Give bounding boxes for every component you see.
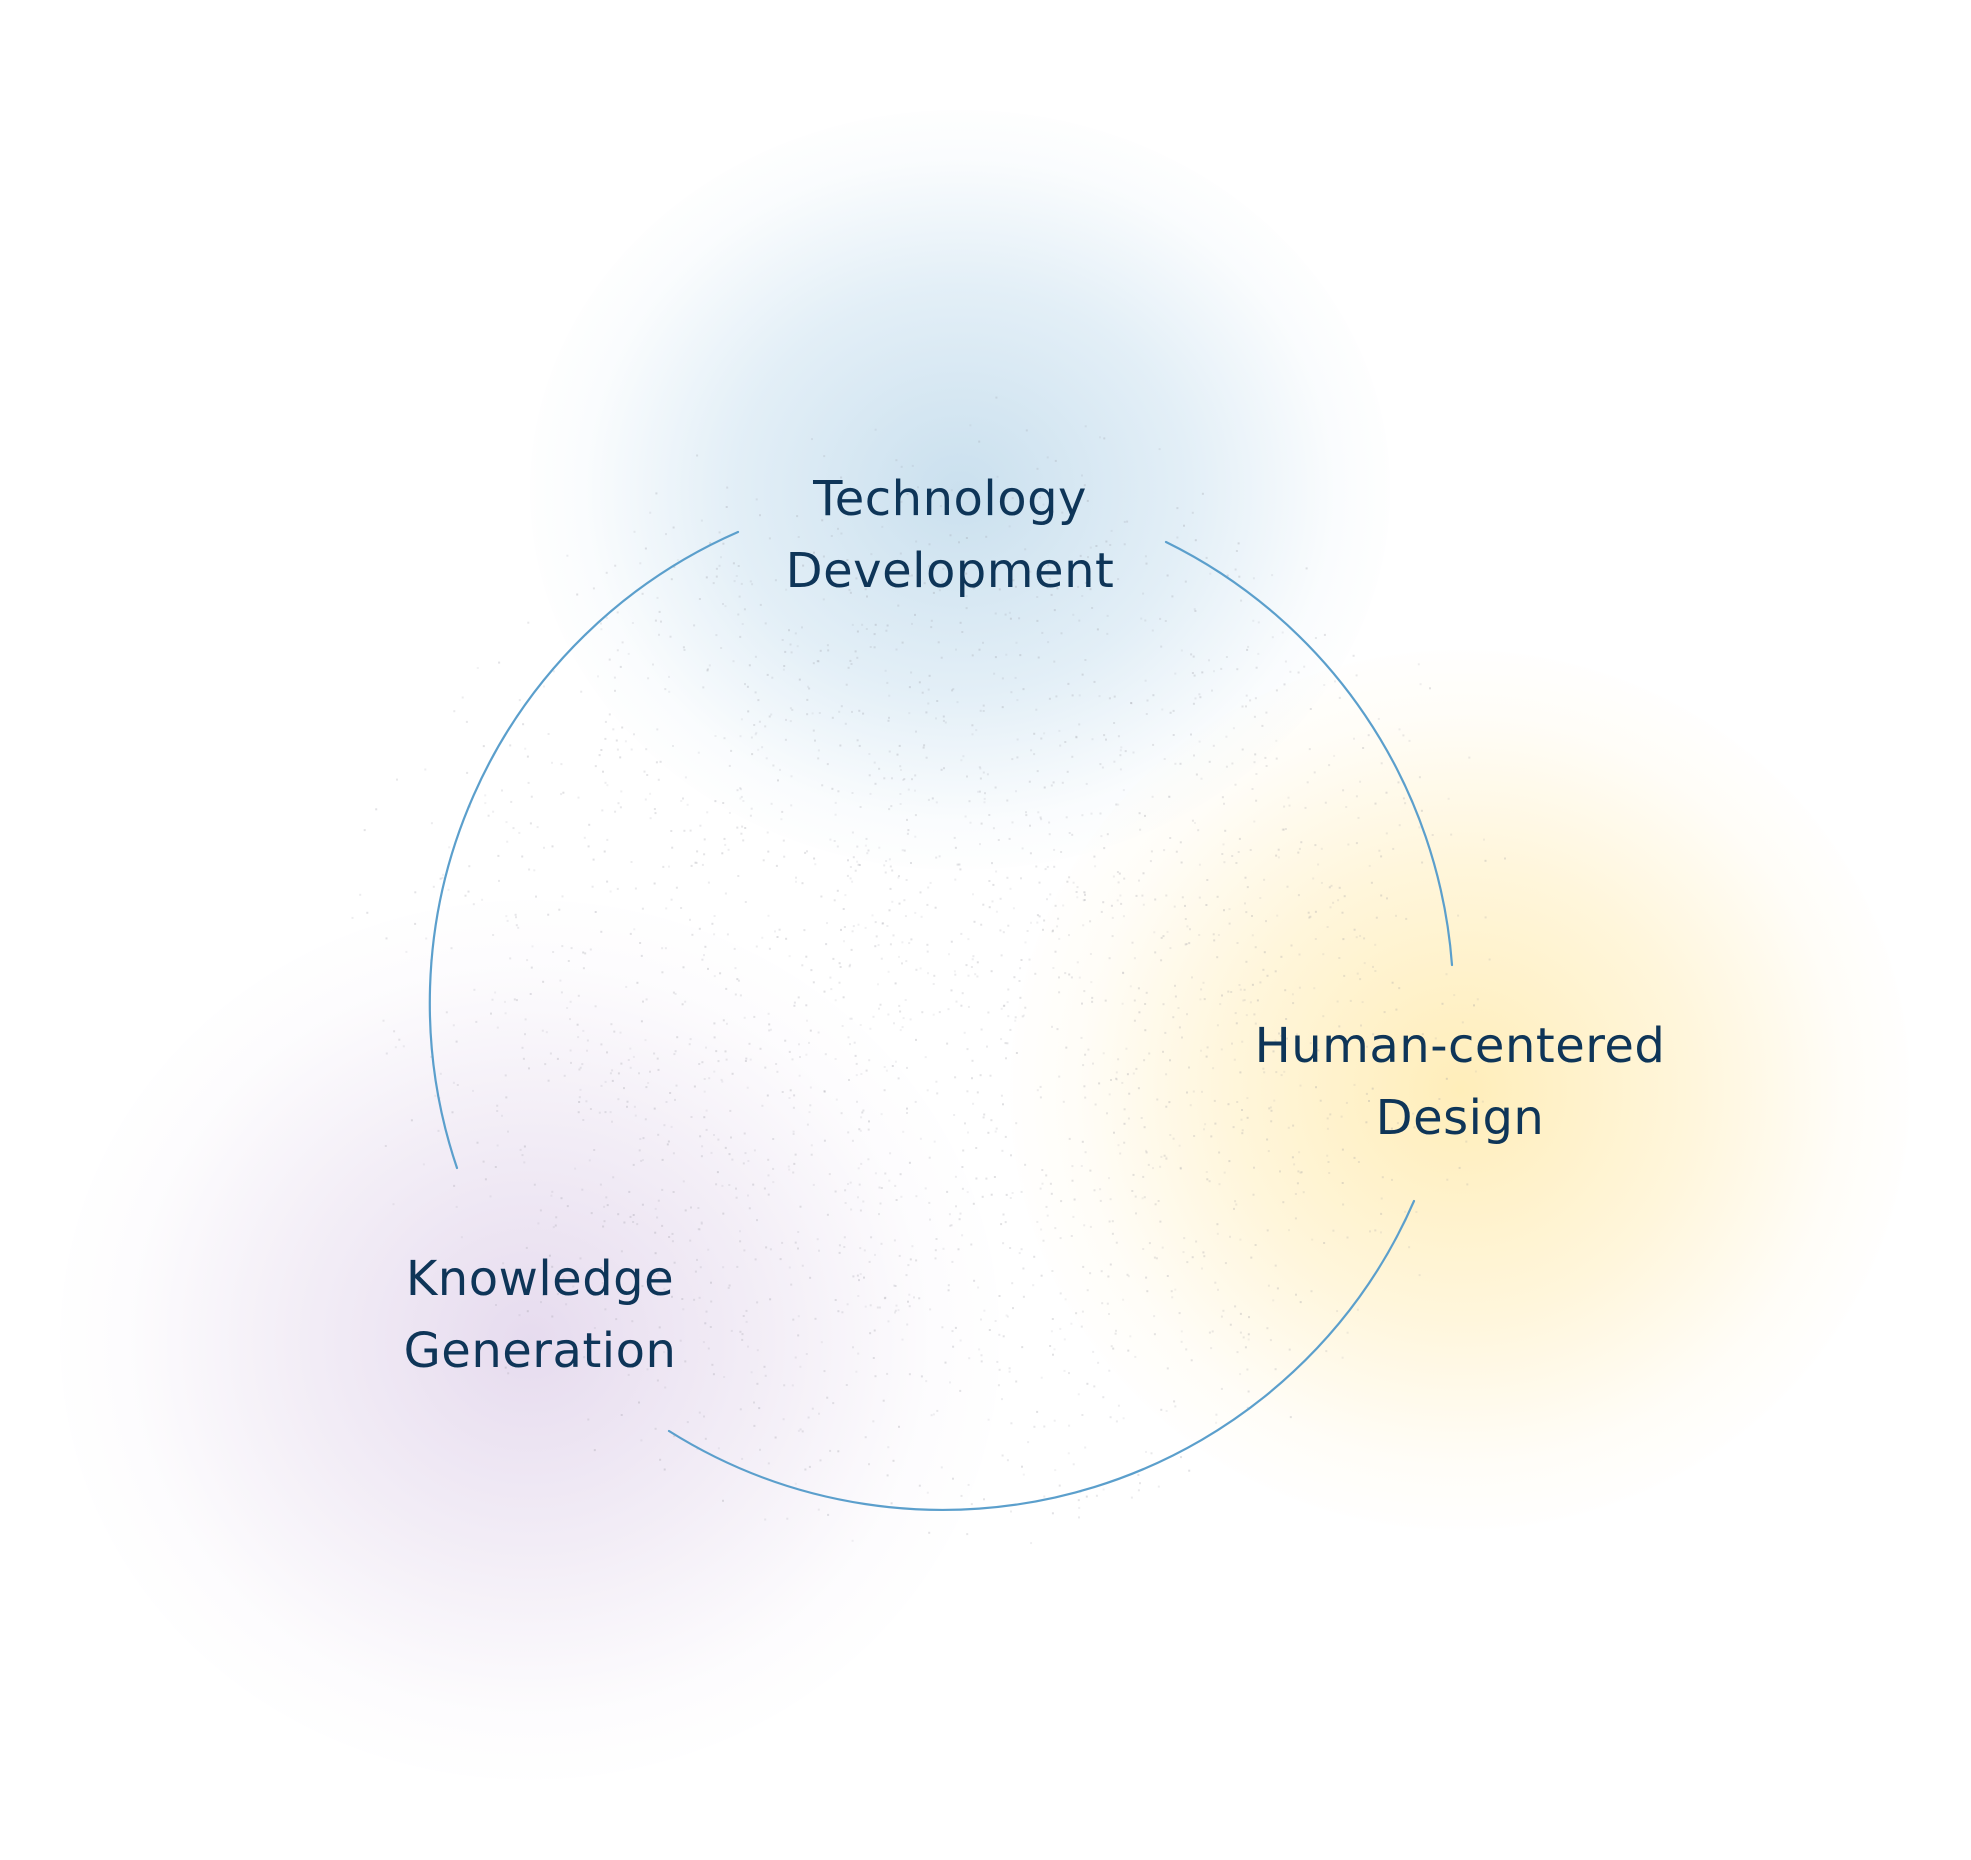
arc-human-centered-to-knowledge [667,1199,1416,1511]
node-technology-development: Technology Development [740,463,1160,607]
node-technology-development-line2: Development [785,543,1115,599]
node-human-centered-design-line1: Human-centered [1254,1018,1666,1074]
node-technology-development-line1: Technology [813,471,1087,527]
node-human-centered-design-line2: Design [1375,1090,1545,1146]
node-knowledge-generation: Knowledge Generation [340,1243,740,1387]
arc-technology-to-human-centered [1164,540,1454,967]
node-knowledge-generation-line2: Generation [403,1323,677,1379]
node-knowledge-generation-line1: Knowledge [405,1251,675,1307]
node-human-centered-design: Human-centered Design [1230,1010,1690,1154]
arc-knowledge-to-technology [428,530,740,1170]
